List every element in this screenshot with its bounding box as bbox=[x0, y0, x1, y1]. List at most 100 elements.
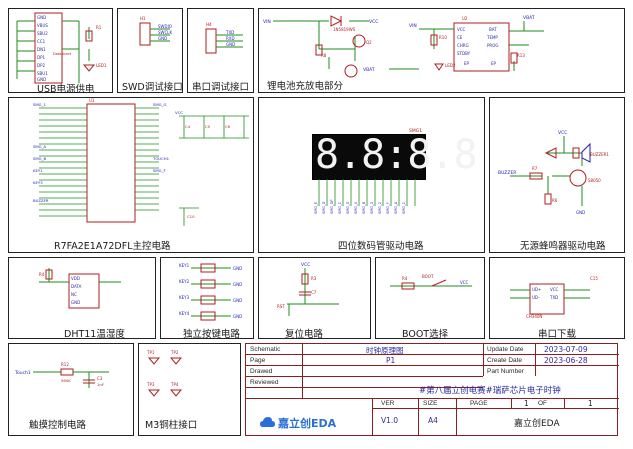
tp1: TP1 bbox=[146, 350, 155, 355]
svg-text:H4: H4 bbox=[206, 22, 212, 27]
svg-text:SWCLK: SWCLK bbox=[158, 30, 173, 35]
buzzer-part: BUZZER1 bbox=[590, 152, 609, 157]
tb-size-label: SIZE bbox=[423, 400, 438, 407]
tb-part-label: Part Number bbox=[487, 368, 524, 375]
transistor-part: S8050 bbox=[588, 178, 601, 183]
svg-text:SMG_A: SMG_A bbox=[394, 201, 398, 214]
block-title-dht11: DHT11温湿度 bbox=[64, 329, 125, 340]
tb-schematic-label: Schematic bbox=[250, 346, 281, 353]
block-title-reset: 复位电路 bbox=[285, 329, 324, 340]
block-reset: VCC RST R3 C7 复位电路 bbox=[258, 257, 371, 340]
block-title-battery: 锂电池充放电部分 bbox=[267, 81, 344, 92]
svg-text:VCC: VCC bbox=[550, 287, 559, 292]
tb-of-label: OF bbox=[538, 400, 548, 407]
svg-text:SMG_1: SMG_1 bbox=[402, 202, 406, 214]
tp3: TP3 bbox=[146, 382, 155, 387]
svg-text:SMG_B: SMG_B bbox=[362, 201, 366, 214]
svg-text:R4: R4 bbox=[39, 272, 45, 277]
tb-page-label: Page bbox=[250, 357, 266, 364]
ch340-part: CH340N bbox=[526, 314, 542, 319]
tp2: TP2 bbox=[170, 350, 179, 355]
svg-text:R8: R8 bbox=[321, 53, 327, 58]
key-2: KEY2 bbox=[179, 279, 190, 284]
svg-text:GND: GND bbox=[233, 314, 242, 319]
svg-text:EP: EP bbox=[464, 61, 470, 66]
svg-text:GND: GND bbox=[233, 282, 242, 287]
tb-page-value: P1 bbox=[386, 356, 396, 365]
svg-text:GND: GND bbox=[158, 36, 167, 41]
svg-text:VIN: VIN bbox=[409, 23, 417, 29]
svg-text:CHRG: CHRG bbox=[457, 43, 469, 48]
tb-size-value: A4 bbox=[428, 416, 438, 425]
svg-text:R3: R3 bbox=[311, 276, 317, 281]
tb-reviewed-label: Reviewed bbox=[250, 379, 279, 386]
r12-value: 560K bbox=[61, 378, 71, 383]
net-vbat-2: VBAT bbox=[523, 15, 535, 21]
svg-text:KEY3: KEY3 bbox=[33, 180, 43, 185]
svg-text:Q2: Q2 bbox=[366, 40, 372, 45]
svg-text:UD+: UD+ bbox=[532, 287, 541, 292]
touch-circuit: Touch1 R12 560K C3 1nF bbox=[14, 362, 109, 388]
svg-text:SWDIO: SWDIO bbox=[158, 24, 172, 29]
svg-text:DN1: DN1 bbox=[37, 47, 46, 52]
c3-ref: C3 bbox=[97, 376, 103, 381]
net-vcc-buzzer: VCC bbox=[558, 130, 567, 136]
logo-text: 嘉立创EDA bbox=[278, 417, 337, 430]
svg-text:NC: NC bbox=[71, 292, 77, 297]
svg-text:DP2: DP2 bbox=[37, 63, 45, 68]
svg-text:CE: CE bbox=[457, 35, 463, 40]
net-vcc-boot: VCC bbox=[460, 280, 469, 285]
svg-text:SMG_G: SMG_G bbox=[346, 201, 350, 214]
block-buzzer: VCC BUZZER BUZZER1 S8050 R7 R6 GND 无源蜂鸣器… bbox=[489, 97, 625, 253]
key-3: KEY3 bbox=[179, 295, 190, 300]
r12-ref: R12 bbox=[61, 362, 69, 367]
svg-text:SMG_F: SMG_F bbox=[386, 202, 390, 214]
svg-text:BAT: BAT bbox=[489, 27, 497, 32]
svg-text:VCC: VCC bbox=[457, 27, 466, 32]
tb-page2-label: PAGE bbox=[470, 400, 488, 407]
reset-ref: RST bbox=[277, 304, 285, 309]
c3-value: 1nF bbox=[97, 382, 104, 387]
svg-text:LED1: LED1 bbox=[96, 63, 107, 68]
svg-text:R6: R6 bbox=[552, 198, 558, 203]
net-gnd-buzzer: GND bbox=[576, 210, 585, 215]
svg-text:SMG_E: SMG_E bbox=[314, 202, 318, 214]
net-vcc-reset: VCC bbox=[301, 262, 310, 268]
block-title-download: 串口下载 bbox=[538, 329, 577, 340]
mcu-ref: U1 bbox=[89, 98, 95, 103]
svg-text:LED2: LED2 bbox=[445, 63, 456, 68]
svg-text:BUZZER: BUZZER bbox=[33, 198, 49, 203]
block-title-mcu: R7FA2E1A72DFL主控电路 bbox=[54, 241, 171, 252]
svg-text:GND: GND bbox=[233, 266, 242, 271]
net-vcc-mcu: VCC bbox=[175, 110, 183, 115]
tb-update-label: Update Date bbox=[487, 346, 524, 353]
tb-create-label: Create Date bbox=[487, 357, 523, 364]
svg-text:SMG_2: SMG_2 bbox=[378, 202, 382, 214]
tb-update-value: 2023-07-09 bbox=[544, 345, 588, 354]
svg-text:R10: R10 bbox=[439, 35, 447, 40]
block-m3: TP1 TP2 TP3 TP4 M3铜柱接口 bbox=[138, 343, 241, 436]
block-title-usb: USB电源供电 bbox=[37, 84, 95, 95]
title-block: Schematic 时钟原理图 Page P1 Drawed Reviewed … bbox=[245, 343, 619, 436]
block-title-display: 四位数码管驱动电路 bbox=[338, 241, 424, 252]
net-vin: VIN bbox=[263, 19, 271, 25]
block-touch: Touch1 R12 560K C3 1nF 触摸控制电路 bbox=[8, 343, 134, 436]
svg-text:SMG_C: SMG_C bbox=[338, 201, 342, 214]
diode-label: 1N5819WS bbox=[333, 27, 356, 32]
block-title-boot: BOOT选择 bbox=[402, 329, 449, 340]
tb-project-title: #第八届立创电赛#瑞萨芯片电子时钟 bbox=[419, 386, 561, 396]
svg-text:TXD: TXD bbox=[549, 295, 558, 300]
m3-circuit: TP1 TP2 TP3 TP4 bbox=[146, 350, 183, 397]
block-title-touch: 触摸控制电路 bbox=[29, 420, 87, 431]
svg-text:SMG_4: SMG_4 bbox=[354, 201, 358, 214]
